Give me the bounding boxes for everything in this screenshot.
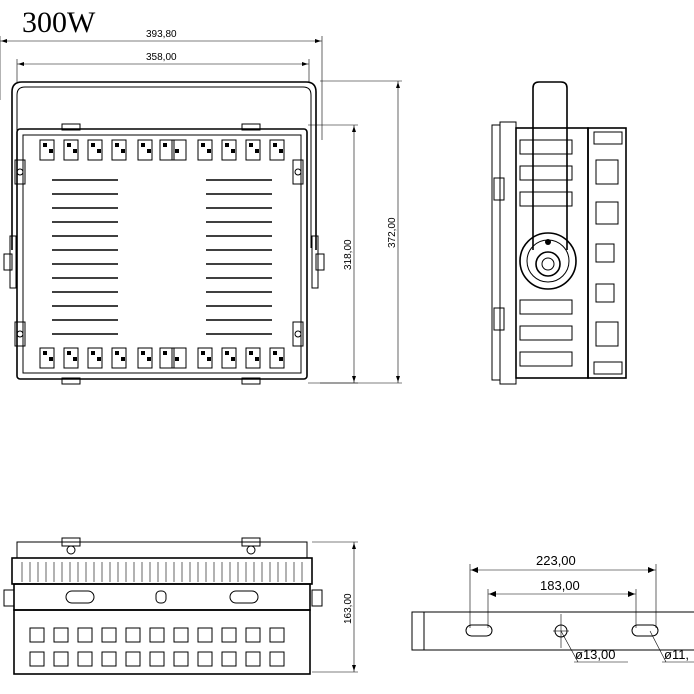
bracket-detail: 223,00 183,00 ø13,00 ø11, bbox=[411, 553, 694, 663]
side-arm bbox=[532, 81, 568, 250]
side-view bbox=[491, 81, 627, 385]
hole-spacing-inner-label: 183,00 bbox=[540, 578, 580, 593]
drawing-title: 300W bbox=[22, 6, 96, 39]
front-vent-slots bbox=[52, 179, 272, 335]
front-fins-top bbox=[39, 139, 285, 161]
dim-height-bottom-label: 163,00 bbox=[343, 593, 354, 624]
dim-height-outer: 372,00 bbox=[320, 80, 402, 384]
bottom-view: 163,00 bbox=[3, 537, 358, 675]
u-bracket bbox=[11, 81, 317, 250]
front-view: 393,80 358,00 318,00 372,00 bbox=[0, 29, 402, 385]
dim-width-outer: 393,80 bbox=[0, 29, 323, 140]
dim-width-inner-label: 358,00 bbox=[146, 52, 177, 63]
slot-label: ø11, bbox=[664, 647, 689, 662]
housing-outline bbox=[16, 128, 308, 380]
dim-height-inner-label: 318,00 bbox=[343, 239, 354, 270]
dim-height-outer-label: 372,00 bbox=[387, 217, 398, 248]
front-fins-bottom bbox=[39, 347, 285, 369]
hole-spacing-outer-label: 223,00 bbox=[536, 553, 576, 568]
dim-width-outer-label: 393,80 bbox=[146, 29, 177, 40]
center-hole-label: ø13,00 bbox=[575, 647, 615, 662]
dim-width-inner: 358,00 bbox=[16, 52, 310, 82]
